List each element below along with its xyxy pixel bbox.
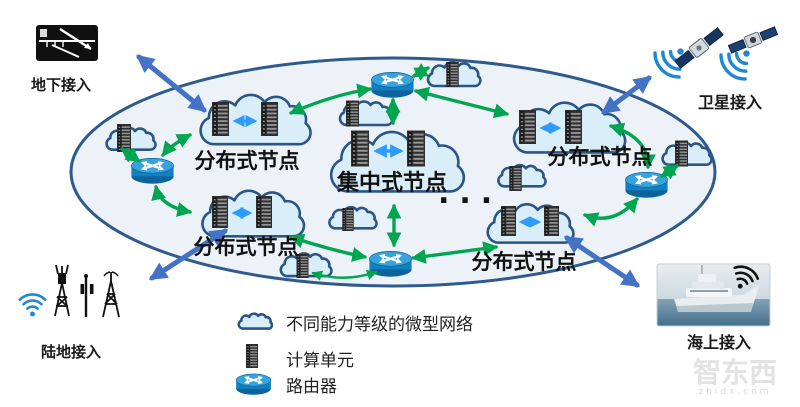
node-label: 分布式节点 [472,250,577,274]
underground-access-label: 地下接入 [31,76,91,94]
legend-micro-network-label: 不同能力等级的微型网络 [286,315,473,335]
underground-tunnel-icon [36,25,98,61]
network-link-arrow [288,233,368,262]
network-link-arrow [288,83,373,115]
satellite-icon [674,27,724,69]
computing-unit-icon [117,124,131,152]
sea-access: 海上接入 [656,261,771,352]
distributed-node-bottom-right [486,203,575,244]
micro-network-node [497,164,547,191]
cloud-icon [238,313,273,330]
computing-unit-icon [212,196,228,228]
computing-unit-icon [256,196,272,228]
watermark: 智东西 zhidx.com [693,356,777,397]
access-link-arrow [136,54,207,113]
legend: 不同能力等级的微型网络 计算单元 路由器 [236,313,473,397]
centralized-node [329,130,466,194]
computing-unit-icon [519,110,536,144]
node-label: 分布式节点 [195,149,300,173]
distributed-node-bottom-left [201,189,306,238]
distributed-node-top-left [199,93,312,146]
network-link-arrow [120,147,141,163]
computing-unit-icon [342,208,354,231]
sea-access-label: 海上接入 [687,333,751,352]
node-label: 分布式节点 [194,235,299,259]
legend-computing-unit-label: 计算单元 [286,351,354,371]
node-label: 分布式节点 [548,145,653,169]
computing-unit-icon [675,140,688,167]
network-link-arrow [412,63,430,81]
land-access: 陆地接入 [18,264,120,361]
computing-unit-icon [509,166,522,191]
network-link-arrow [582,197,639,227]
computing-unit-icon [501,206,516,236]
computing-unit-icon [565,110,582,144]
network-link-arrow [608,122,656,170]
computing-unit-icon [407,130,425,167]
network-link-arrow [311,269,378,281]
watermark-brand: 智东西 [693,356,777,389]
antenna-tower-icon [58,273,66,284]
router-icon [371,72,413,97]
computing-unit-icon [212,102,229,136]
access-link-arrow [148,228,229,281]
satellite-icon [727,26,779,54]
land-access-label: 陆地接入 [41,343,101,361]
router-icon [236,374,271,395]
legend-router-label: 路由器 [286,377,337,397]
computing-unit-icon [351,130,369,167]
wifi-icon [18,293,47,317]
network-link-arrow [161,133,192,157]
access-link-arrow [564,235,640,288]
computing-unit-icon [261,102,278,136]
router-icon [131,158,173,183]
watermark-domain: zhidx.com [698,387,771,397]
computing-unit-icon [246,344,258,368]
network-link-arrow [151,184,193,217]
network-link-arrow [410,241,499,264]
network-link-arrow [413,86,510,119]
computing-unit-icon [544,206,559,236]
distributed-node-top-right [512,101,627,154]
node-label: 集中式节点 [336,170,447,196]
monopole-antenna-icon [80,274,94,317]
ship-photo [656,261,771,327]
computing-unit-icon [446,62,459,87]
more-nodes-indicator: ... [438,176,502,211]
access-link-arrow [601,75,652,115]
satellite-access-label: 卫星接入 [698,93,762,112]
underground-access: 地下接入 [31,25,98,94]
micro-network-node [328,206,378,231]
computing-unit-icon [346,100,359,127]
satellite-access: 卫星接入 [648,26,779,112]
network-link-arrow [660,162,679,180]
lattice-tower-icon [102,271,120,318]
antenna-tower-icon [54,264,70,317]
